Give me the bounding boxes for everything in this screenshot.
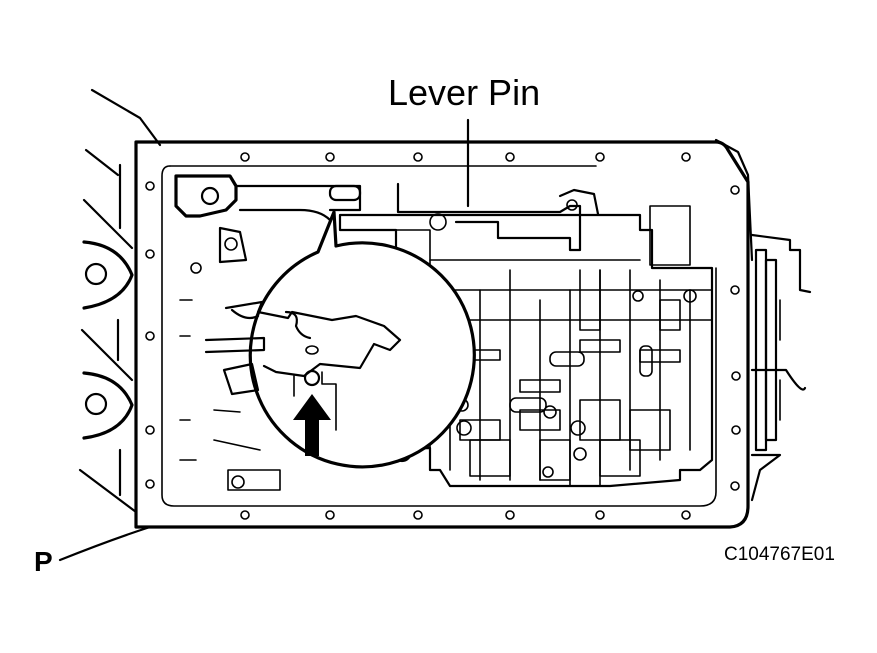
view-marker-label: P [34,546,53,577]
detent-spring-assembly [174,174,362,491]
figure-id-label: C104767E01 [724,544,835,565]
up-arrow-icon [293,394,331,456]
lever-pin-leader [396,118,600,252]
housing-right-side [714,138,812,502]
magnified-detail [204,210,476,469]
oil-pan-flange [134,140,750,529]
lever-pin-label: Lever Pin [388,72,541,113]
transmission-housing [58,88,162,562]
